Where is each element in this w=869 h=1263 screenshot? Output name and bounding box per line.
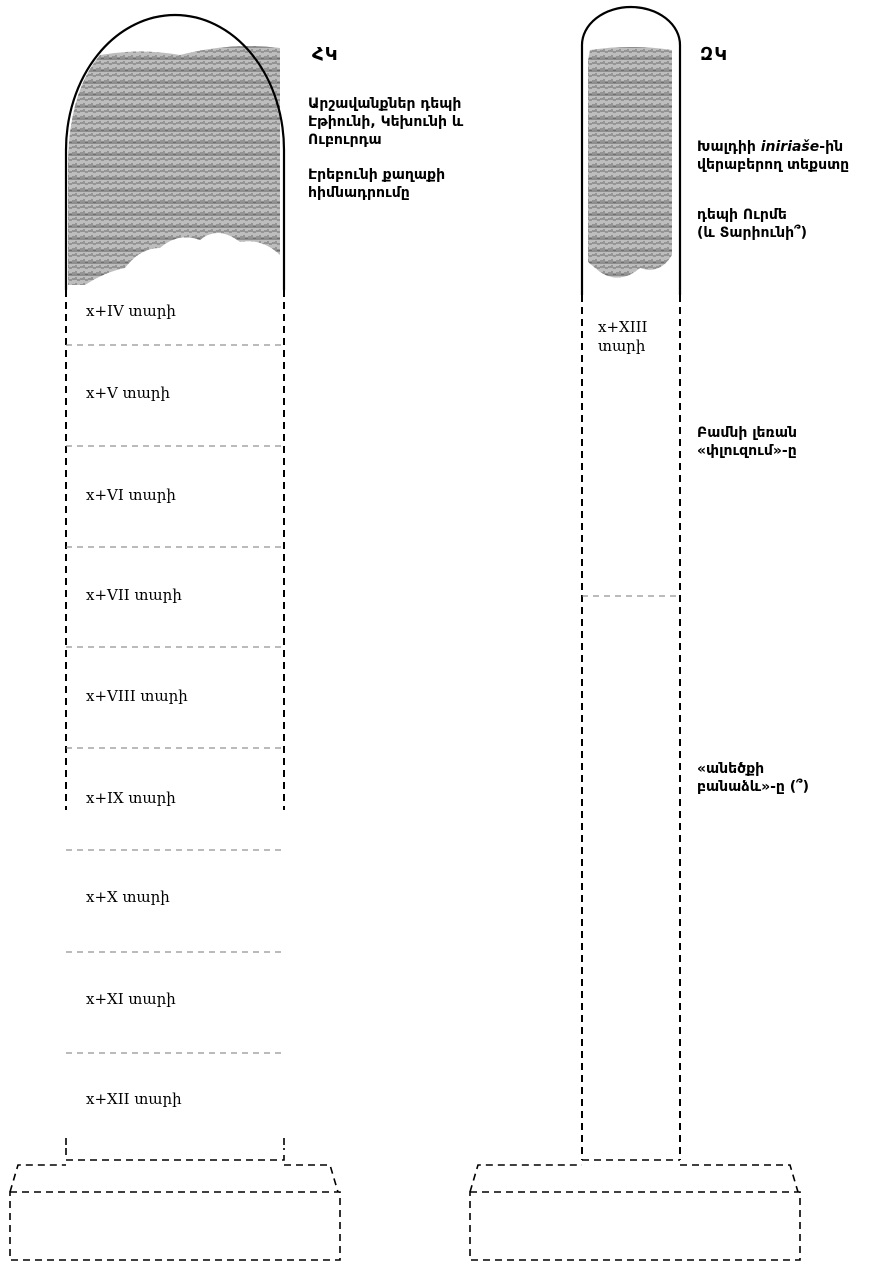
year-label-x5: x+V տարի (86, 384, 170, 402)
right-note-curse: «անեծքի բանաձև»-ը (՞) (697, 761, 810, 795)
year-label-x6: x+VI տարի (86, 486, 176, 504)
right-note-urme: դեպի Ուրմե (և Տարիունի՞) (697, 207, 808, 241)
left-year-dividers (66, 344, 284, 1054)
left-stone-fragment (68, 46, 280, 286)
year-label-x11: x+XI տարի (86, 990, 176, 1008)
left-note-erebuni: Էրեբունի քաղաքի հիմնադրումը (308, 167, 446, 201)
left-stele-outline (64, 13, 286, 810)
year-label-x7: x+VII տարի (86, 586, 182, 604)
right-stele-outline (580, 5, 682, 1160)
right-plinth (469, 1159, 801, 1261)
year-label-x10: x+X տարի (86, 888, 170, 906)
left-stele-label: ՀԿ (312, 44, 339, 65)
right-stele-label: ԶԿ (700, 44, 729, 65)
year-label-x8: x+VIII տարի (86, 687, 188, 705)
year-label-x12: x+XII տարի (86, 1090, 182, 1108)
right-note-khaldi: Խալդիի iniriaše-ին վերաբերող տեքստը (697, 139, 850, 173)
right-note-bamni: Բամնի լեռան «փլուզում»-ը (697, 425, 797, 459)
year-label-x9: x+IX տարի (86, 789, 176, 807)
iniriashe-term: iniriaše (760, 139, 820, 155)
left-note-campaigns: Արշավանքներ դեպի Էթիունի, Կեխունի և Ուբո… (308, 96, 464, 148)
left-plinth (9, 1138, 341, 1261)
year-label-x4: x+IV տարի (86, 302, 176, 320)
year-label-x13: x+XIII տարի (598, 318, 648, 355)
right-stone-fragment (588, 47, 672, 278)
